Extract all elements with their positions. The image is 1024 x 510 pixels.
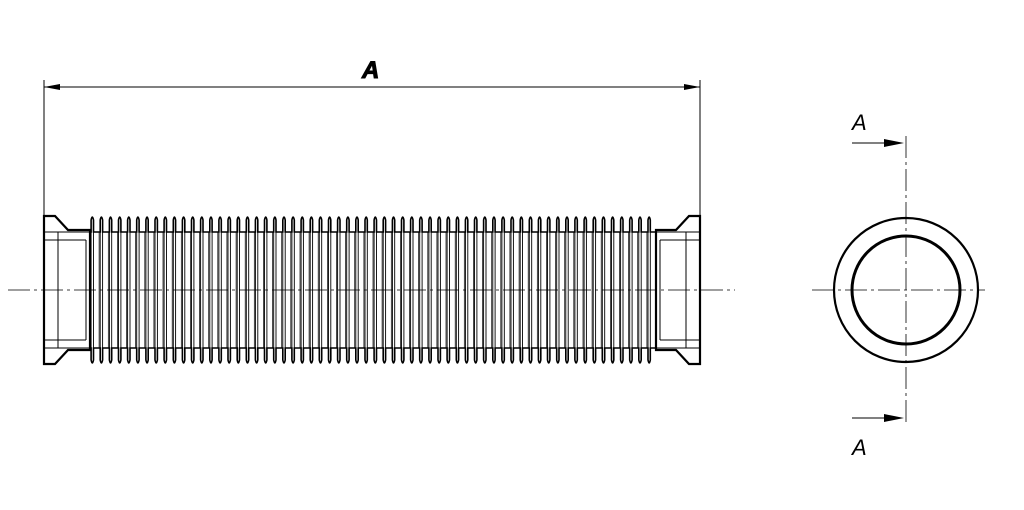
bellows-bottom-profile: [90, 347, 656, 364]
right-flange: [654, 214, 702, 366]
side-view: A: [8, 57, 735, 366]
section-arrow-top: [852, 139, 904, 147]
section-arrow-bottom: [852, 414, 904, 422]
corrugated-bellows: [90, 216, 656, 364]
overall-length-dimension: [43, 80, 701, 228]
bore-circle: [850, 234, 962, 346]
dimension-label: A: [361, 57, 379, 84]
bellows-top-profile: [90, 216, 656, 233]
section-label-top: A: [850, 110, 867, 135]
section-label-bottom: A: [850, 435, 867, 460]
left-flange: [42, 214, 92, 366]
outer-flange-circle: [832, 216, 980, 364]
end-view: [812, 136, 985, 426]
